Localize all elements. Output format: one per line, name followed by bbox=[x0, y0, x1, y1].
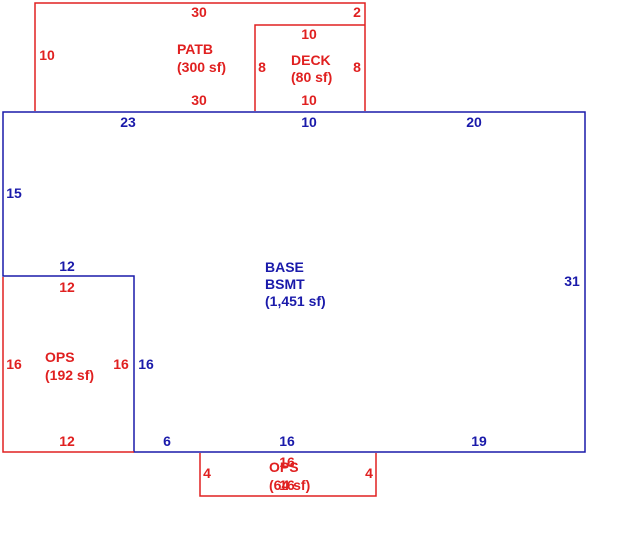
base-bottom-right-dim: 19 bbox=[471, 433, 487, 449]
ops-left-right-dim: 16 bbox=[113, 356, 129, 372]
deck-name: DECK bbox=[291, 52, 331, 68]
ops-bottom-left-dim: 4 bbox=[203, 465, 211, 481]
ops-left-outline bbox=[2, 277, 134, 453]
base-right-dim: 31 bbox=[564, 273, 580, 289]
base-top-left-dim: 23 bbox=[120, 114, 136, 130]
ops-left-bottom-dim: 12 bbox=[59, 433, 75, 449]
ops-left-top-dim: 12 bbox=[59, 279, 75, 295]
patb-top-dim: 30 bbox=[191, 4, 207, 20]
deck-top-dim: 10 bbox=[301, 26, 317, 42]
deck-right-dim: 8 bbox=[353, 59, 361, 75]
ops-bottom-outline bbox=[199, 453, 377, 497]
ops-bottom-right-dim: 4 bbox=[365, 465, 373, 481]
base-bottom-mid-dim: 16 bbox=[279, 433, 295, 449]
base-top-mid-dim: 10 bbox=[301, 114, 317, 130]
base-step-top-dim: 12 bbox=[59, 258, 75, 274]
deck-area: (80 sf) bbox=[291, 69, 332, 85]
deck-left-dim: 8 bbox=[258, 59, 266, 75]
patb-outline bbox=[34, 2, 366, 111]
patb-name: PATB bbox=[177, 41, 213, 57]
base-top-right-dim: 20 bbox=[466, 114, 482, 130]
base-left-dim: 15 bbox=[6, 185, 22, 201]
base-bottom-left-dim: 6 bbox=[163, 433, 171, 449]
ops-bottom-name: OPS bbox=[269, 459, 299, 475]
ops-left-left-dim: 16 bbox=[6, 356, 22, 372]
patb-area: (300 sf) bbox=[177, 59, 226, 75]
patb-top-right-dim: 2 bbox=[353, 4, 361, 20]
ops-left-area: (192 sf) bbox=[45, 367, 94, 383]
deck-outline bbox=[254, 24, 365, 111]
ops-bottom-area: (64 sf) bbox=[269, 477, 310, 493]
deck-bottom-dim: 10 bbox=[301, 92, 317, 108]
base-name: BASE bbox=[265, 259, 304, 275]
patb-left-dim: 10 bbox=[39, 47, 55, 63]
ops-bottom-top-dim: 16 bbox=[279, 454, 295, 470]
base-step-side-dim: 16 bbox=[138, 356, 154, 372]
patb-bottom-dim: 30 bbox=[191, 92, 207, 108]
ops-bottom-bottom-dim: 16 bbox=[279, 477, 295, 493]
ops-left-name: OPS bbox=[45, 349, 75, 365]
base-area: (1,451 sf) bbox=[265, 293, 326, 309]
base-sub: BSMT bbox=[265, 276, 305, 292]
